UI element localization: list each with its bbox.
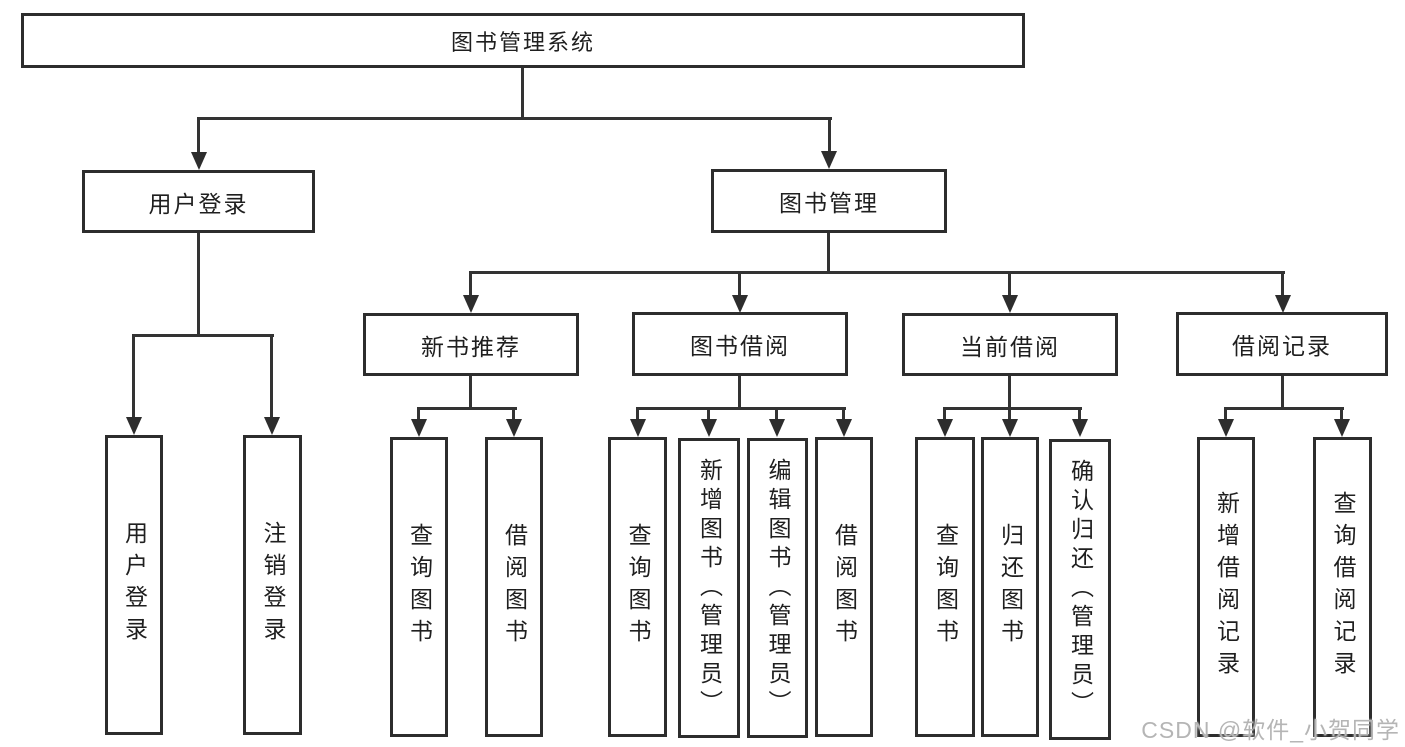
leaf-sec2-borrow-books-label: 借阅图书 [831,523,858,651]
leaf-sec2-query-books-label: 查询图书 [625,523,651,651]
leaf-sec4-add-record-label: 新增借阅记录 [1213,491,1240,683]
node-borrow-records: 借阅记录 [1176,312,1388,376]
leaf-sec1-borrow-books: 借阅图书 [485,437,543,737]
connector-to-logout-leaf [270,334,273,420]
connector-sec2-c1 [636,407,639,422]
arrow-to-logout-leaf [264,417,280,435]
leaf-sec3-query-books: 查询图书 [915,437,975,737]
connector-sec3-c2 [1008,407,1011,422]
connector-sec1-c1 [417,407,420,422]
leaf-sec3-return-books: 归还图书 [981,437,1039,737]
node-root-library-system: 图书管理系统 [21,13,1025,68]
arrow-sec1-c2 [506,419,522,437]
connector-sec1-stem [469,376,472,409]
node-current-borrow: 当前借阅 [902,313,1118,376]
connector-sec2-c2 [707,407,710,422]
connector-sec1-c2 [512,407,515,422]
connector-sec3-stem [1008,376,1011,409]
leaf-sec2-query-books: 查询图书 [608,437,667,737]
arrow-sec2-c2 [701,419,717,437]
leaf-sec3-confirm-return-admin: 确认归还（管理员） [1049,439,1111,740]
leaf-sec4-query-record-label: 查询借阅记录 [1330,491,1356,683]
node-book-borrow: 图书借阅 [632,312,848,376]
connector-user-login-split [133,334,274,337]
connector-sec4-c2 [1340,407,1343,422]
node-book-mgmt: 图书管理 [711,169,947,233]
node-borrow-records-label: 借阅记录 [1232,333,1332,359]
arrow-sec4-c1 [1218,419,1234,437]
leaf-user-login: 用户登录 [105,435,163,735]
connector-sec4-stem [1281,376,1284,409]
node-user-login-label: 用户登录 [148,190,249,217]
arrow-to-user-login [191,152,207,170]
arrow-sec2-c3 [769,419,785,437]
leaf-sec1-query-books-label: 查询图书 [406,523,433,651]
leaf-sec1-borrow-books-label: 借阅图书 [501,523,528,651]
node-user-login: 用户登录 [82,170,315,233]
leaf-logout: 注销登录 [243,435,302,735]
connector-sec2-c3 [775,407,778,422]
connector-to-login-leaf [132,334,135,420]
arrow-sec3-c1 [937,419,953,437]
leaf-sec2-edit-books-admin-label: 编辑图书（管理员） [765,457,791,719]
arrow-sec1-c1 [411,419,427,437]
arrow-sec3-c3 [1072,419,1088,437]
arrow-to-new-books [463,295,479,313]
node-new-books-label: 新书推荐 [421,333,521,360]
leaf-sec2-borrow-books: 借阅图书 [815,437,873,737]
connector-to-current-borrow [1008,271,1011,297]
node-root-label: 图书管理系统 [450,29,595,55]
arrow-to-book-mgmt [821,151,837,169]
connector-book-mgmt-stem [827,233,830,274]
connector-sec4-split [1224,407,1344,410]
connector-to-borrow-records [1281,271,1284,297]
node-current-borrow-label: 当前借阅 [960,333,1060,360]
leaf-user-login-label: 用户登录 [121,521,148,649]
arrow-sec2-c4 [836,419,852,437]
connector-sec2-split [636,407,846,410]
node-book-borrow-label: 图书借阅 [690,333,790,359]
leaf-sec2-add-books-admin-label: 新增图书（管理员） [696,457,723,719]
connector-sec3-split [943,407,1082,410]
arrow-sec3-c2 [1002,419,1018,437]
node-new-books: 新书推荐 [363,313,579,376]
connector-to-user-login [197,117,200,155]
connector-to-book-mgmt [828,117,831,155]
leaf-sec3-return-books-label: 归还图书 [997,523,1024,651]
connector-to-new-books [469,271,472,297]
connector-sec2-c4 [842,407,845,422]
arrow-sec2-c1 [630,419,646,437]
node-book-mgmt-label: 图书管理 [779,190,879,216]
leaf-sec1-query-books: 查询图书 [390,437,448,737]
leaf-sec3-confirm-return-admin-label: 确认归还（管理员） [1067,459,1094,720]
connector-sec1-split [417,407,517,410]
connector-root-stem [521,68,524,119]
csdn-watermark: CSDN @软件_小贺同学 [1141,717,1400,743]
arrow-to-login-leaf [126,417,142,435]
connector-root-split [197,117,832,120]
leaf-sec3-query-books-label: 查询图书 [932,523,959,651]
arrow-sec4-c2 [1334,419,1350,437]
connector-sec3-c3 [1078,407,1081,422]
arrow-to-current-borrow [1002,295,1018,313]
connector-to-book-borrow [738,271,741,297]
connector-book-mgmt-split [469,271,1285,274]
connector-user-login-stem [197,233,200,337]
connector-sec3-c1 [943,407,946,422]
arrow-to-book-borrow [732,295,748,313]
connector-sec2-stem [738,376,741,409]
arrow-to-borrow-records [1275,295,1291,313]
leaf-sec4-query-record: 查询借阅记录 [1313,437,1372,737]
leaf-sec2-edit-books-admin: 编辑图书（管理员） [747,438,808,738]
leaf-logout-label: 注销登录 [260,521,286,649]
leaf-sec2-add-books-admin: 新增图书（管理员） [678,438,740,738]
connector-sec4-c1 [1224,407,1227,422]
leaf-sec4-add-record: 新增借阅记录 [1197,437,1255,737]
